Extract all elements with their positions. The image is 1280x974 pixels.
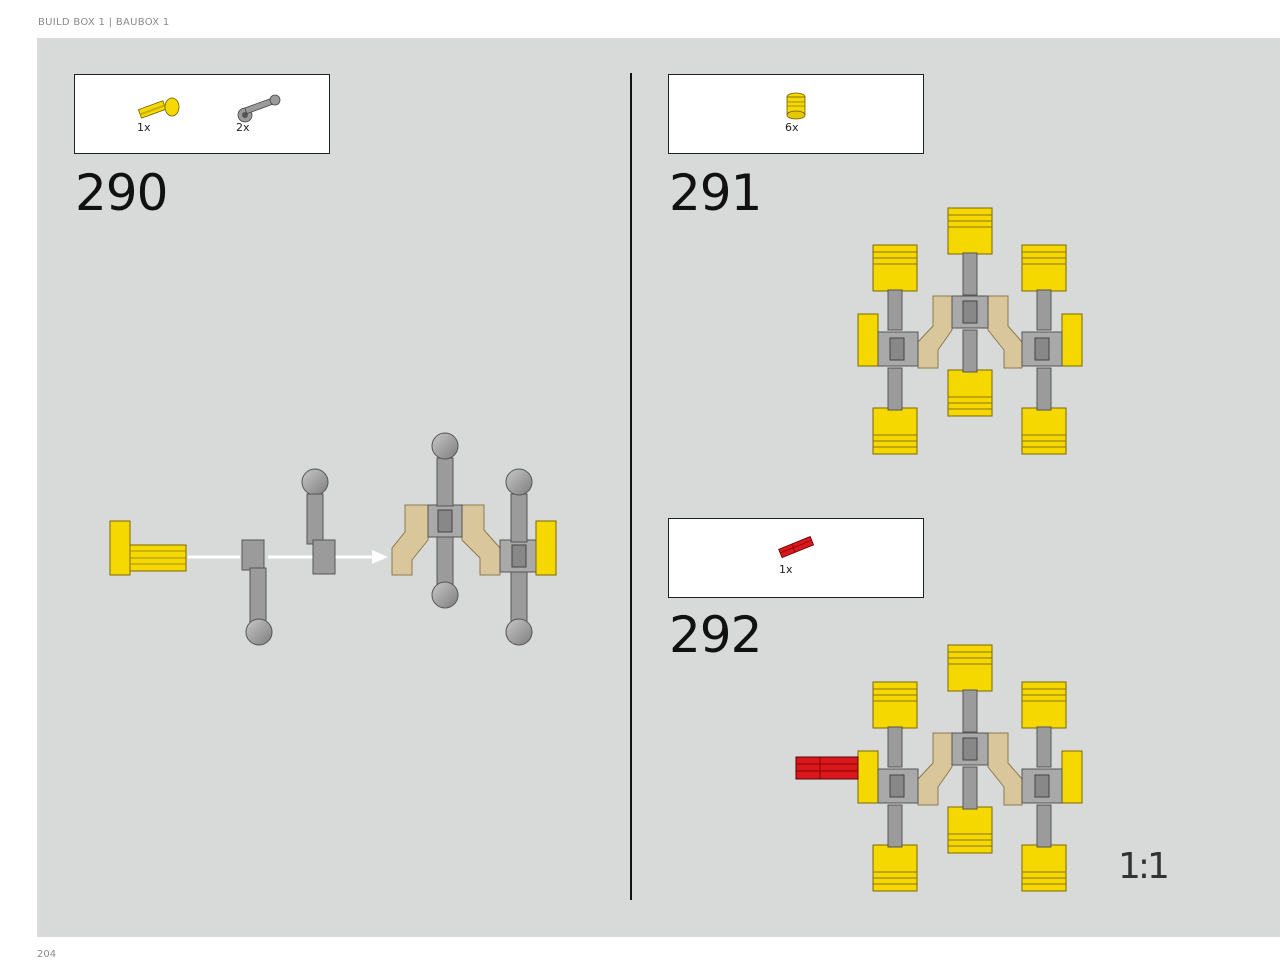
parts-box-step-291: 6x — [668, 74, 924, 154]
part-qty: 2x — [236, 121, 250, 134]
scale-label: 1:1 — [1118, 846, 1170, 887]
part-qty: 1x — [779, 563, 793, 576]
step-number-290: 290 — [75, 164, 168, 222]
part-qty: 6x — [785, 121, 799, 134]
page-number: 204 — [37, 949, 57, 960]
instruction-panel — [37, 38, 1280, 937]
yellow-axle-pin-icon — [137, 94, 281, 123]
parts-box-step-290: 1x 2x — [74, 74, 330, 154]
step-number-291: 291 — [669, 164, 762, 222]
column-divider — [630, 73, 632, 900]
yellow-piston-icon — [786, 92, 806, 120]
parts-box-step-292: 1x — [668, 518, 924, 598]
page-header: BUILD BOX 1 | BAUBOX 1 — [38, 17, 170, 28]
part-qty: 1x — [137, 121, 151, 134]
red-axle-icon — [778, 536, 815, 559]
step-number-292: 292 — [669, 606, 762, 664]
